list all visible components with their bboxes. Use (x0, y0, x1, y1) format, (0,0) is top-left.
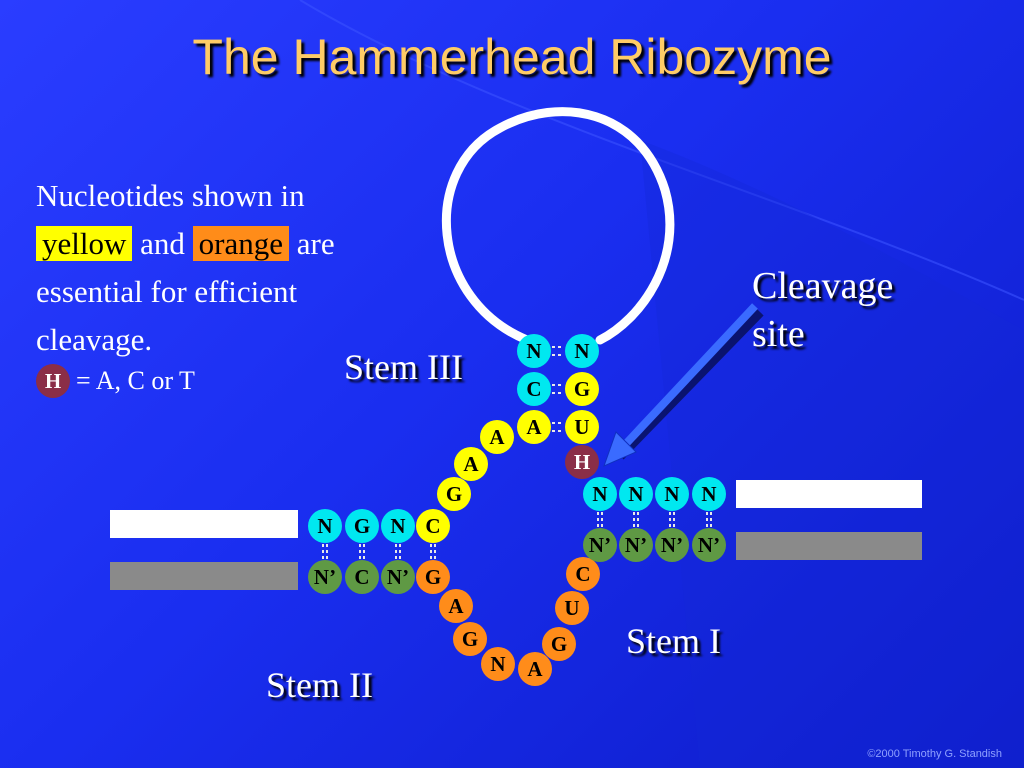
nucleotide-loop: A (518, 652, 552, 686)
nucleotide-core: G (437, 477, 471, 511)
nucleotide-stem1-bottom: N’ (692, 528, 726, 562)
nucleotide-stem1-top: N (619, 477, 653, 511)
orange-highlight: orange (192, 226, 289, 261)
stem2-label: Stem II (266, 665, 373, 705)
stem3-loop (442, 107, 675, 345)
stem3-label: Stem III (344, 347, 463, 387)
nucleotide-stem3-right: N (565, 334, 599, 368)
stem1-top-strand-bar (736, 480, 922, 508)
nucleotide-stem3-right: U (565, 410, 599, 444)
nucleotide-stem3-left: N (517, 334, 551, 368)
stem1-label: Stem I (626, 621, 721, 661)
h-key: H = A, C or T (36, 364, 195, 398)
note-line-start: Nucleotides shown in (36, 178, 305, 213)
nucleotide-stem1-top: N (583, 477, 617, 511)
explanation-text: Nucleotides shown in yellow and orange a… (36, 172, 416, 364)
stem2-top-strand-bar (110, 510, 298, 538)
nucleotide-loop: G (453, 622, 487, 656)
base-pair-lines (322, 346, 712, 560)
h-key-meaning: = A, C or T (76, 366, 195, 395)
h-key-bead: H (36, 364, 70, 398)
nucleotide-stem2-bottom: N’ (308, 560, 342, 594)
nucleotide-stem2-top: N (381, 509, 415, 543)
nucleotide-stem2-bottom: N’ (381, 560, 415, 594)
nucleotide-stem1-bottom: N’ (583, 528, 617, 562)
yellow-highlight: yellow (36, 226, 133, 261)
cleavage-site-label: Cleavage site (752, 265, 894, 355)
background-panel (640, 140, 1024, 768)
nucleotide-stem2-top: G (345, 509, 379, 543)
nucleotide-loop: C (566, 557, 600, 591)
nucleotide-core: A (454, 447, 488, 481)
nucleotide-core: A (480, 420, 514, 454)
nucleotide-cleavage-h: H (565, 445, 599, 479)
nucleotide-stem1-bottom: N’ (619, 528, 653, 562)
stem2-bottom-strand-bar (110, 562, 298, 590)
stem1-bottom-strand-bar (736, 532, 922, 560)
nucleotide-loop: U (555, 591, 589, 625)
nucleotide-stem3-right: G (565, 372, 599, 406)
nucleotide-stem2-top: C (416, 509, 450, 543)
nucleotide-stem3-left: C (517, 372, 551, 406)
nucleotide-stem1-bottom: N’ (655, 528, 689, 562)
nucleotide-stem2-bottom: C (345, 560, 379, 594)
cleavage-arrow (603, 303, 764, 467)
note-and: and (140, 226, 185, 261)
note-line-end: are essential for efficient cleavage. (36, 226, 335, 357)
nucleotide-stem2-top: N (308, 509, 342, 543)
nucleotide-loop: A (439, 589, 473, 623)
nucleotide-loop: G (542, 627, 576, 661)
slide-title: The Hammerhead Ribozyme (192, 29, 832, 85)
copyright: ©2000 Timothy G. Standish (867, 748, 1002, 760)
nucleotide-stem1-top: N (692, 477, 726, 511)
nucleotide-loop: N (481, 647, 515, 681)
nucleotide-stem2-bottom: G (416, 560, 450, 594)
nucleotide-stem1-top: N (655, 477, 689, 511)
nucleotide-stem3-left: A (517, 410, 551, 444)
